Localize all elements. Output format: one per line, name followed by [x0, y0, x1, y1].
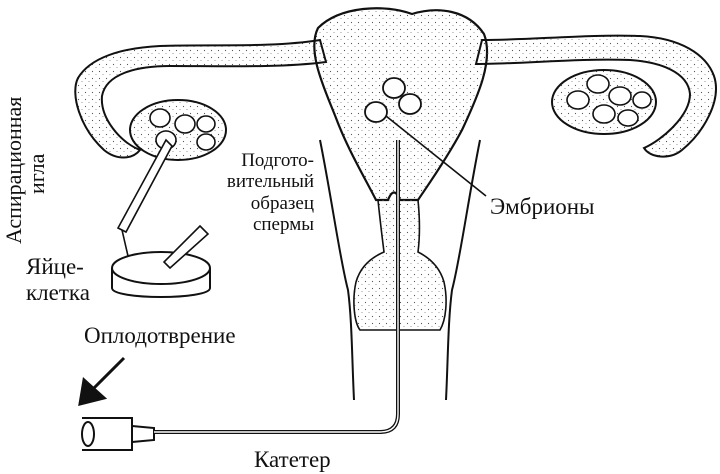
label-line: вительный [210, 171, 314, 192]
petri-dish [112, 252, 210, 297]
embryos-label: Эмбрионы [490, 195, 595, 218]
label-line: игла [25, 97, 48, 244]
label-line: клетка [26, 280, 90, 306]
label-line: Подгото- [210, 150, 314, 171]
label-line: образец [210, 193, 314, 214]
vaginal-wall-left [320, 140, 354, 400]
egg-cell-label: Яйце- клетка [26, 254, 90, 306]
prepared-sperm-label: Подгото- вительный образец спермы [210, 150, 314, 235]
syringe [82, 418, 154, 450]
fertilization-label: Оплодотврение [84, 324, 236, 347]
fertilization-arrow [80, 358, 124, 404]
catheter-label: Катетер [254, 448, 331, 471]
label-line: спермы [210, 214, 314, 235]
label-line: Аспирационная [2, 97, 25, 244]
vaginal-wall-right [446, 140, 480, 400]
label-line: Яйце- [26, 254, 90, 280]
aspiration-needle-label: Аспирационная игла [2, 97, 48, 244]
